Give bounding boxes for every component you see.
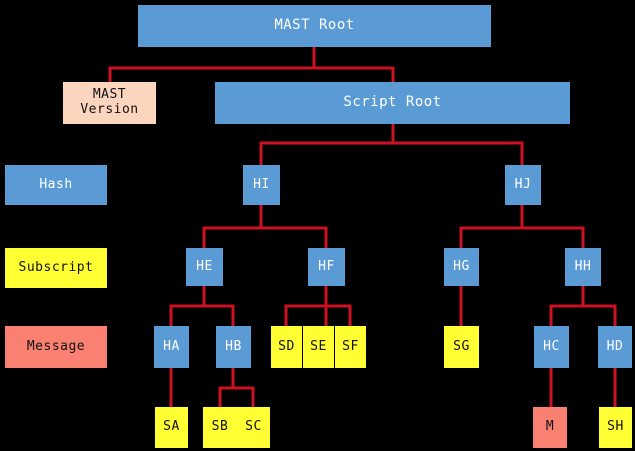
legend-hash-box[interactable]: Hash — [5, 165, 107, 205]
node-hc[interactable]: HC — [534, 326, 569, 368]
edge-hi-he-hf — [202, 205, 263, 248]
node-hb[interactable]: HB — [216, 326, 251, 368]
node-hf[interactable]: HF — [308, 248, 345, 286]
edge-mastroot-children-1 — [314, 66, 395, 82]
legend-subscript-box[interactable]: Subscript — [5, 248, 107, 288]
edge-hh-hc-hd — [549, 286, 585, 326]
node-hh[interactable]: HH — [565, 248, 601, 286]
node-sc[interactable]: SC — [237, 407, 270, 448]
edge-he-ha-hb — [169, 286, 206, 326]
node-sf[interactable]: SF — [335, 326, 366, 368]
node-se[interactable]: SE — [303, 326, 334, 368]
legend-message-box[interactable]: Message — [5, 326, 107, 368]
node-script-root[interactable]: Script Root — [215, 82, 570, 124]
edge-he-ha-hb-1 — [204, 304, 235, 326]
edge-hj-hg-hh — [459, 205, 524, 248]
node-sg[interactable]: SG — [444, 326, 479, 368]
node-hd[interactable]: HD — [598, 326, 632, 368]
edge-hi-he-hf-1 — [261, 226, 328, 248]
node-sd[interactable]: SD — [271, 326, 302, 368]
node-he[interactable]: HE — [186, 248, 223, 286]
node-m[interactable]: M — [533, 407, 567, 448]
edge-scriptroot-hi-hj — [259, 124, 395, 165]
node-hg[interactable]: HG — [444, 248, 479, 286]
edge-scriptroot-hi-hj-1 — [393, 141, 524, 165]
edge-hb-sb-sc — [218, 368, 235, 407]
edge-mastroot-children — [108, 47, 316, 82]
node-sb[interactable]: SB — [203, 407, 237, 448]
edge-hf-sd-se-sf-2 — [326, 304, 352, 326]
node-mast-root[interactable]: MAST Root — [138, 5, 491, 47]
edge-hf-sd-se-sf — [284, 286, 328, 326]
edge-hj-hg-hh-1 — [522, 226, 585, 248]
node-sa[interactable]: SA — [155, 407, 188, 448]
node-sh[interactable]: SH — [599, 407, 632, 448]
edge-hb-sb-sc-1 — [233, 386, 255, 407]
node-hj[interactable]: HJ — [505, 165, 541, 205]
node-mast-version[interactable]: MAST Version — [63, 82, 156, 124]
node-ha[interactable]: HA — [154, 326, 189, 368]
edge-hh-hc-hd-1 — [583, 304, 617, 326]
node-hi[interactable]: HI — [243, 165, 280, 205]
